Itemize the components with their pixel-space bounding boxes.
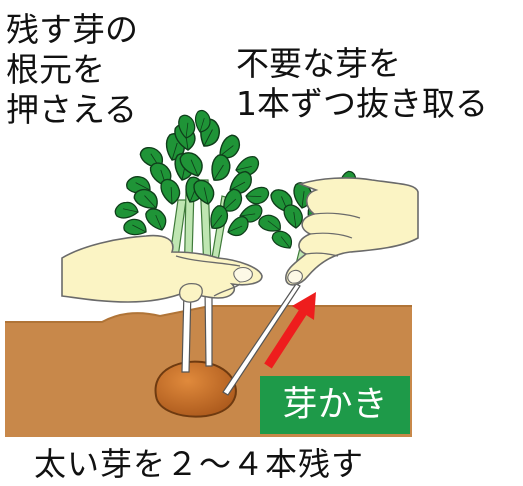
hold-base-caption-line-1: 残す芽の <box>6 10 138 49</box>
hold-base-caption: 残す芽の 根元を 押さえる <box>6 10 138 130</box>
action-label: 芽かき <box>282 385 388 425</box>
action-label-box <box>260 376 410 434</box>
right-hand <box>285 177 419 286</box>
seed-potato <box>154 360 237 418</box>
pull-direction-arrow <box>264 292 316 369</box>
remove-sprouts-caption-line-2: 1本ずつ抜き取る <box>236 84 488 123</box>
remove-sprouts-caption: 不要な芽を 1本ずつ抜き取る <box>236 44 488 124</box>
hold-base-caption-line-3: 押さえる <box>6 90 138 129</box>
remove-sprouts-caption-line-1: 不要な芽を <box>236 44 401 83</box>
keep-sprouts-caption: 太い芽を２～４本残す <box>34 445 365 483</box>
left-hand <box>61 234 263 303</box>
hold-base-caption-line-2: 根元を <box>6 50 105 89</box>
